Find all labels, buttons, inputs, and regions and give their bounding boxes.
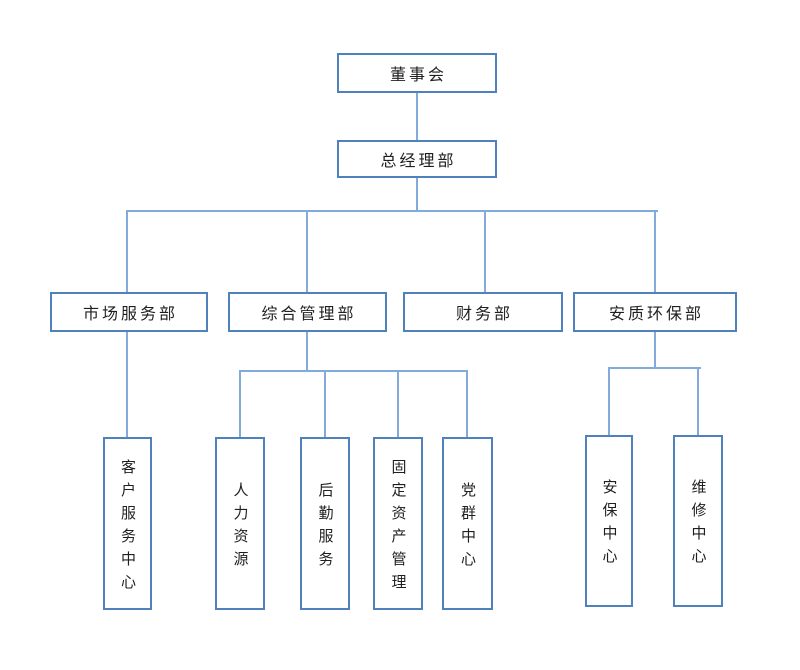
org-node-label: 后勤服务 [316, 481, 333, 574]
org-node-board-of-directors: 董事会 [337, 53, 497, 93]
connector-line [484, 210, 486, 292]
org-node-fixed-assets-management: 固定资产管理 [373, 437, 423, 610]
connector-line [397, 370, 399, 437]
connector-line [239, 370, 241, 437]
org-node-label: 人力资源 [231, 481, 248, 574]
org-node-safety-quality-env-dept: 安质环保部 [573, 292, 737, 332]
connector-line [126, 332, 128, 437]
org-node-label: 综合管理部 [261, 306, 357, 323]
connector-line [324, 370, 326, 437]
connector-line [126, 210, 128, 292]
org-node-label: 安质环保部 [608, 306, 704, 323]
connector-line [126, 210, 658, 212]
org-node-label: 维修中心 [689, 479, 706, 571]
connector-line [608, 367, 701, 369]
connector-line [654, 210, 656, 292]
org-node-general-admin-dept: 综合管理部 [228, 292, 387, 332]
connector-line [306, 210, 308, 292]
org-node-label: 董事会 [389, 67, 447, 84]
connector-line [608, 367, 610, 437]
connector-line [239, 370, 468, 372]
org-node-label: 市场服务部 [82, 306, 178, 323]
connector-line [697, 367, 699, 437]
connector-line [466, 370, 468, 437]
connector-line [416, 178, 418, 212]
org-node-label: 总经理部 [380, 153, 457, 170]
org-node-logistics-service: 后勤服务 [300, 437, 350, 610]
org-node-security-center: 安保中心 [585, 435, 633, 607]
org-node-customer-service-center: 客户服务中心 [103, 437, 152, 610]
org-node-market-service-dept: 市场服务部 [50, 292, 208, 332]
org-node-label: 客户服务中心 [119, 458, 135, 597]
org-node-label: 固定资产管理 [389, 458, 406, 597]
connector-line [654, 332, 656, 369]
connector-line [416, 93, 418, 140]
org-node-maintenance-center: 维修中心 [673, 435, 723, 607]
org-node-general-manager-dept: 总经理部 [337, 140, 497, 178]
org-node-party-group-center: 党群中心 [442, 437, 493, 610]
org-node-label: 安保中心 [600, 479, 617, 571]
org-node-human-resources: 人力资源 [215, 437, 265, 610]
connector-line [306, 332, 308, 372]
org-node-label: 党群中心 [459, 481, 475, 574]
org-node-label: 财务部 [455, 306, 513, 323]
org-node-finance-dept: 财务部 [403, 292, 563, 332]
